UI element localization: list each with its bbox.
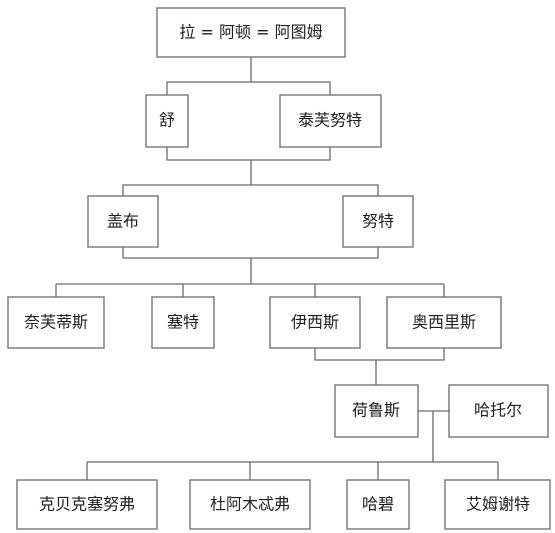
node-nephthys: 奈芙蒂斯	[7, 296, 105, 349]
node-nephthys-label: 奈芙蒂斯	[24, 313, 88, 332]
node-imsety: 艾姆谢特	[444, 479, 551, 530]
node-nut-label: 努特	[362, 212, 394, 231]
node-isis: 伊西斯	[269, 296, 361, 349]
node-hapi: 哈碧	[346, 479, 410, 530]
node-osiris-label: 奥西里斯	[412, 313, 476, 332]
node-ra-label: 拉 = 阿顿 = 阿图姆	[179, 23, 322, 42]
connector-horus-hathor-union	[86, 411, 499, 480]
node-geb: 盖布	[87, 195, 159, 248]
node-hathor-label: 哈托尔	[474, 401, 522, 420]
node-hathor: 哈托尔	[448, 384, 549, 438]
node-tefnut-label: 泰芙努特	[298, 111, 362, 130]
connector-ra-to-pair	[166, 57, 331, 95]
node-khepri: 克贝克塞努弗	[16, 479, 158, 530]
node-seth: 塞特	[151, 296, 215, 349]
node-duamutef: 杜阿木忒弗	[189, 479, 311, 530]
node-duamutef-label: 杜阿木忒弗	[210, 495, 290, 514]
node-osiris: 奥西里斯	[386, 296, 502, 349]
node-seth-label: 塞特	[167, 313, 199, 332]
node-khepri-label: 克贝克塞努弗	[39, 495, 135, 514]
connector-geb-nut-union	[55, 247, 445, 297]
connector-shu-tefnut-union	[122, 147, 379, 196]
node-imsety-label: 艾姆谢特	[466, 495, 530, 514]
node-nut: 努特	[342, 195, 414, 248]
node-tefnut: 泰芙努特	[279, 94, 382, 148]
node-horus: 荷鲁斯	[334, 384, 419, 438]
node-shu: 舒	[145, 94, 189, 148]
connectors	[55, 57, 499, 480]
node-shu-label: 舒	[159, 111, 175, 130]
node-ra: 拉 = 阿顿 = 阿图姆	[156, 7, 346, 58]
node-geb-label: 盖布	[107, 212, 139, 231]
connector-isis-osiris-union	[314, 348, 445, 385]
node-horus-label: 荷鲁斯	[352, 401, 400, 420]
node-isis-label: 伊西斯	[291, 313, 339, 332]
node-hapi-label: 哈碧	[362, 495, 394, 514]
